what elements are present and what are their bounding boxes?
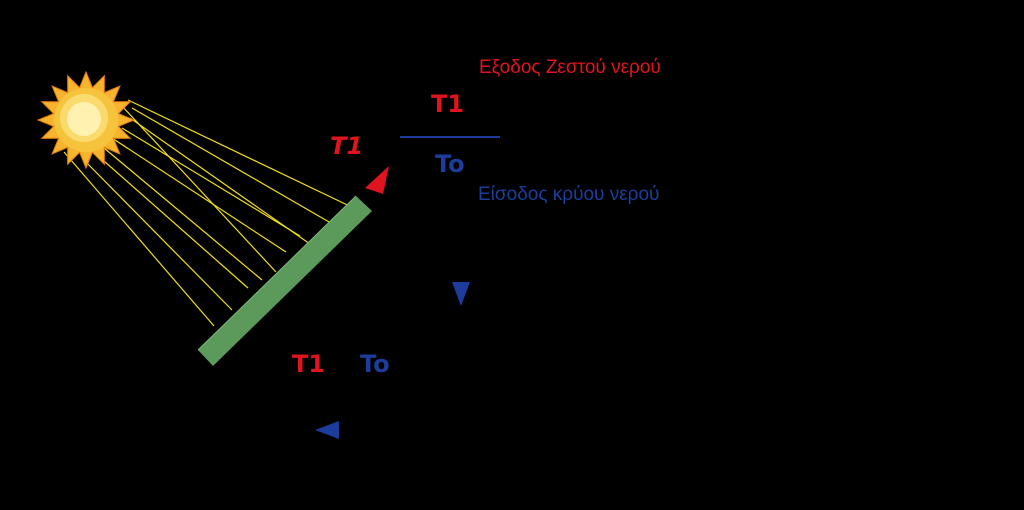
inlet-cold-water-label: Είσοδος κρύου νερού [478,184,660,205]
tank-cold-temp-to: To [360,350,390,378]
sun-core [67,102,101,136]
collector-outlet-temp-t1: T1 [330,132,364,160]
solar-collector-panel [197,195,372,366]
hot-water-up-arrow-icon [365,166,389,194]
sun-ray [63,151,215,327]
sun-ray [121,127,301,237]
collector-plate [198,196,372,366]
sun-ray [95,153,249,289]
outlet-hot-water-label: Εξοδος Ζεστού νερού [479,57,661,78]
sun-rays [63,99,363,327]
collector-edge [197,195,357,351]
sun-ray [121,105,277,273]
sun-ray [103,147,263,281]
sun-icon [36,70,136,170]
fraction-denominator-to: To [435,150,465,178]
tank-hot-temp-t1: T1 [292,350,326,378]
sun-ray [129,117,311,245]
cold-water-down-arrow-icon [452,282,470,306]
sun-ray [111,137,287,253]
cold-water-left-arrow-icon [315,421,339,439]
sun-ray [131,107,337,227]
fraction-numerator-t1: T1 [431,90,465,118]
sun-ray [81,157,233,311]
sun-ray [127,99,363,213]
